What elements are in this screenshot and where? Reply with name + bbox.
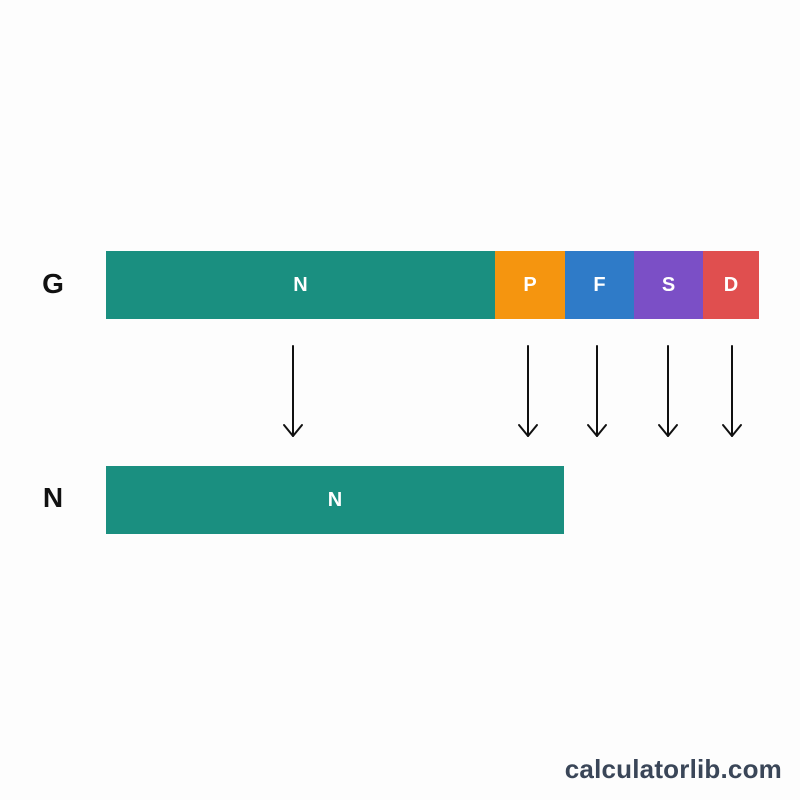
row-label-top: G [42, 268, 64, 299]
arrow-down-f [587, 345, 607, 437]
segment-p: P [495, 251, 565, 319]
segment-s: S [634, 251, 703, 319]
row-label-bottom: N [42, 482, 64, 513]
segment-n-result: N [106, 466, 564, 534]
segment-n: N [106, 251, 495, 319]
bottom-bar: N [106, 466, 564, 534]
watermark: calculatorlib.com [564, 754, 782, 784]
arrow-down-s [658, 345, 678, 437]
segment-f: F [565, 251, 634, 319]
arrow-down-n [283, 345, 303, 437]
top-bar: N P F S D [106, 251, 759, 319]
arrow-down-p [518, 345, 538, 437]
arrow-down-d [722, 345, 742, 437]
segment-d: D [703, 251, 759, 319]
